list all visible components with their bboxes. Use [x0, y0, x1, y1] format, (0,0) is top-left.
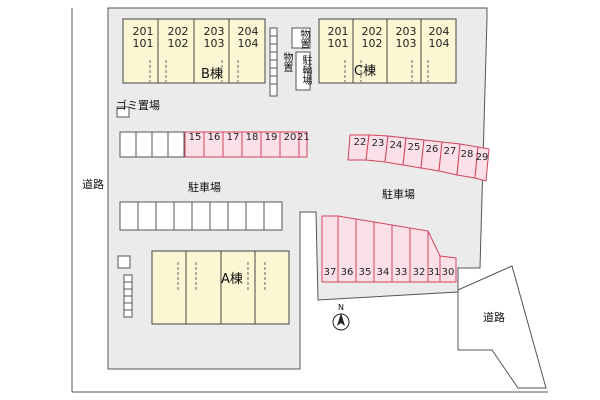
parking-space-number: 26 [425, 144, 439, 155]
unit-label: 204 [237, 25, 259, 38]
unit-label: 104 [428, 37, 450, 50]
storage-b-label: 物置 [281, 52, 292, 72]
parking-space-number: 17 [226, 132, 240, 143]
parking-space-number: 16 [207, 132, 221, 143]
parking-space-number: 34 [376, 267, 390, 278]
unit-label: 201 [132, 25, 154, 38]
bike-parking-label: 駐輪場 [300, 55, 311, 85]
parking-label-left: 駐車場 [188, 181, 221, 194]
parking-space-number: 23 [371, 138, 385, 149]
parking-space-number: 19 [264, 132, 278, 143]
garbage-label: ゴミ置場 [116, 99, 160, 112]
building-c-label: C棟 [354, 64, 377, 79]
right-road-label: 道路 [483, 311, 505, 324]
left-road-label: 道路 [82, 178, 104, 191]
parking-space-number: 21 [297, 132, 310, 143]
right-road-area [457, 265, 547, 389]
parking-space-number: 24 [389, 140, 403, 151]
building-a-label: A棟 [221, 272, 243, 287]
parking-space-number: 29 [475, 152, 489, 163]
building-b-label: B棟 [201, 67, 223, 82]
parking-space-number: 20 [283, 132, 297, 143]
parking-space-number: 18 [245, 132, 259, 143]
parking-space-number: 33 [394, 267, 408, 278]
parking-space-number: 35 [358, 267, 372, 278]
parking-space-number: 15 [188, 132, 202, 143]
unit-label: 103 [395, 37, 417, 50]
parking-space-number: 28 [460, 149, 474, 160]
unit-label: 202 [167, 25, 189, 38]
unit-label: 102 [361, 37, 383, 50]
storage-c-label: 物置 [298, 29, 309, 49]
parking-space-number: 37 [323, 267, 337, 278]
parking-space-number: 31 [427, 267, 441, 278]
parking-space-number: 27 [443, 146, 457, 157]
unit-label: 203 [203, 25, 225, 38]
parking-space-number: 22 [353, 137, 367, 148]
unit-label: 201 [327, 25, 349, 38]
unit-label: 103 [203, 37, 225, 50]
unit-label: 101 [327, 37, 349, 50]
parking-space-number: 30 [441, 267, 455, 278]
parking-space-number: 25 [407, 142, 421, 153]
unit-label: 102 [167, 37, 189, 50]
unit-label: 104 [237, 37, 259, 50]
parking-space-number: 32 [412, 267, 426, 278]
north-label: N [338, 303, 344, 312]
unit-label: 101 [132, 37, 154, 50]
parking-space-number: 36 [340, 267, 354, 278]
parking-label-right: 駐車場 [382, 188, 415, 201]
unit-label: 202 [361, 25, 383, 38]
unit-label: 203 [395, 25, 417, 38]
unit-label: 204 [428, 25, 450, 38]
